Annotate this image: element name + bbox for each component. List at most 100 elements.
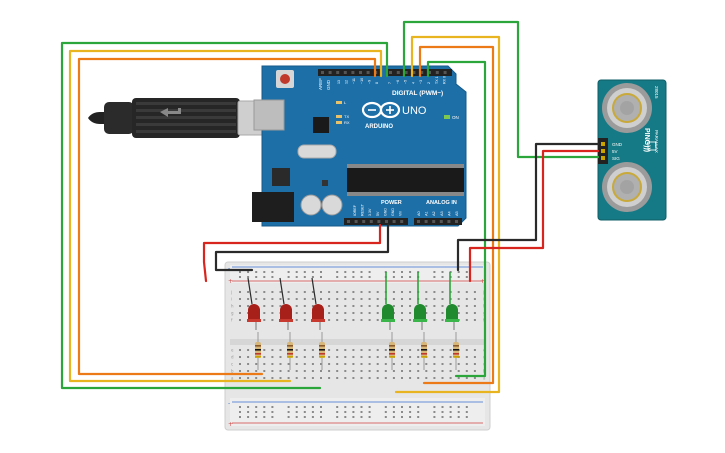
breadboard-hole[interactable]	[441, 312, 444, 314]
breadboard-hole[interactable]	[336, 312, 339, 314]
breadboard-hole[interactable]	[303, 305, 306, 307]
breadboard-hole[interactable]	[328, 305, 331, 307]
breadboard-hole[interactable]	[376, 291, 379, 293]
breadboard-hole[interactable]	[271, 356, 274, 358]
breadboard-hole[interactable]	[239, 312, 241, 314]
breadboard-hole[interactable]	[328, 298, 331, 300]
rail-hole[interactable]	[433, 271, 436, 273]
rail-hole[interactable]	[255, 406, 258, 408]
header-pin[interactable]	[412, 71, 416, 74]
rail-hole[interactable]	[449, 406, 452, 408]
breadboard-hole[interactable]	[279, 349, 282, 351]
rail-hole[interactable]	[336, 406, 339, 408]
rail-hole[interactable]	[392, 406, 395, 408]
rail-hole[interactable]	[295, 406, 298, 408]
sensor-pin[interactable]	[601, 156, 605, 160]
breadboard-hole[interactable]	[457, 370, 460, 372]
breadboard-hole[interactable]	[392, 370, 395, 372]
rail-hole[interactable]	[287, 276, 290, 278]
resistor[interactable]	[453, 332, 459, 370]
breadboard-hole[interactable]	[409, 377, 412, 379]
breadboard-hole[interactable]	[263, 319, 266, 321]
rail-hole[interactable]	[311, 416, 314, 418]
breadboard-hole[interactable]	[465, 291, 468, 293]
breadboard-hole[interactable]	[473, 305, 476, 307]
breadboard-hole[interactable]	[441, 305, 444, 307]
breadboard-hole[interactable]	[279, 356, 282, 358]
breadboard-hole[interactable]	[295, 312, 298, 314]
breadboard-hole[interactable]	[401, 291, 403, 293]
rail-hole[interactable]	[303, 411, 306, 413]
breadboard-hole[interactable]	[417, 370, 420, 372]
breadboard-hole[interactable]	[384, 377, 387, 379]
rail-hole[interactable]	[311, 406, 314, 408]
rail-hole[interactable]	[263, 271, 266, 273]
breadboard-hole[interactable]	[360, 298, 363, 300]
breadboard-hole[interactable]	[328, 349, 331, 351]
breadboard-hole[interactable]	[239, 305, 241, 307]
breadboard-hole[interactable]	[344, 356, 347, 358]
breadboard-hole[interactable]	[384, 356, 387, 358]
rail-hole[interactable]	[344, 276, 347, 278]
breadboard-hole[interactable]	[336, 363, 339, 365]
breadboard-hole[interactable]	[417, 363, 420, 365]
red-led[interactable]	[311, 277, 325, 330]
rail-hole[interactable]	[360, 276, 363, 278]
breadboard-hole[interactable]	[271, 319, 274, 321]
red-led[interactable]	[279, 277, 293, 330]
breadboard-hole[interactable]	[360, 370, 363, 372]
header-pin[interactable]	[392, 220, 396, 223]
header-pin[interactable]	[455, 220, 458, 223]
rail-hole[interactable]	[247, 416, 250, 418]
green-led[interactable]	[445, 272, 459, 330]
resistor[interactable]	[255, 332, 261, 370]
breadboard-hole[interactable]	[311, 305, 314, 307]
rail-hole[interactable]	[433, 406, 436, 408]
rail-hole[interactable]	[401, 271, 403, 273]
breadboard-hole[interactable]	[433, 319, 436, 321]
rail-hole[interactable]	[311, 276, 314, 278]
breadboard-hole[interactable]	[409, 291, 412, 293]
rail-hole[interactable]	[409, 406, 412, 408]
rail-hole[interactable]	[336, 276, 339, 278]
breadboard-hole[interactable]	[255, 298, 258, 300]
rail-hole[interactable]	[287, 406, 290, 408]
rail-hole[interactable]	[465, 276, 468, 278]
rail-hole[interactable]	[271, 271, 274, 273]
breadboard-hole[interactable]	[409, 312, 412, 314]
rail-hole[interactable]	[320, 406, 322, 408]
header-pin[interactable]	[369, 220, 373, 223]
rail-hole[interactable]	[336, 411, 339, 413]
rail-hole[interactable]	[433, 416, 436, 418]
breadboard-hole[interactable]	[433, 349, 436, 351]
green-led[interactable]	[413, 272, 427, 330]
breadboard-hole[interactable]	[271, 312, 274, 314]
breadboard-hole[interactable]	[376, 319, 379, 321]
breadboard-hole[interactable]	[384, 370, 387, 372]
breadboard-hole[interactable]	[441, 291, 444, 293]
breadboard-hole[interactable]	[433, 312, 436, 314]
breadboard-hole[interactable]	[328, 319, 331, 321]
breadboard-hole[interactable]	[255, 291, 258, 293]
wire-green-right[interactable]	[426, 60, 487, 378]
rail-hole[interactable]	[392, 411, 395, 413]
rail-hole[interactable]	[441, 276, 444, 278]
breadboard-hole[interactable]	[401, 312, 403, 314]
breadboard-hole[interactable]	[368, 356, 371, 358]
breadboard-hole[interactable]	[376, 377, 379, 379]
wire-black-gnd[interactable]	[214, 223, 390, 272]
breadboard-hole[interactable]	[279, 305, 282, 307]
breadboard-hole[interactable]	[247, 363, 250, 365]
breadboard-hole[interactable]	[328, 356, 331, 358]
rail-hole[interactable]	[247, 406, 250, 408]
breadboard-hole[interactable]	[263, 305, 266, 307]
rail-hole[interactable]	[417, 406, 420, 408]
rail-hole[interactable]	[295, 411, 298, 413]
breadboard-hole[interactable]	[384, 349, 387, 351]
rail-hole[interactable]	[352, 271, 355, 273]
breadboard-hole[interactable]	[344, 312, 347, 314]
breadboard-hole[interactable]	[336, 305, 339, 307]
breadboard-hole[interactable]	[352, 291, 355, 293]
rail-hole[interactable]	[409, 411, 412, 413]
rail-hole[interactable]	[352, 416, 355, 418]
